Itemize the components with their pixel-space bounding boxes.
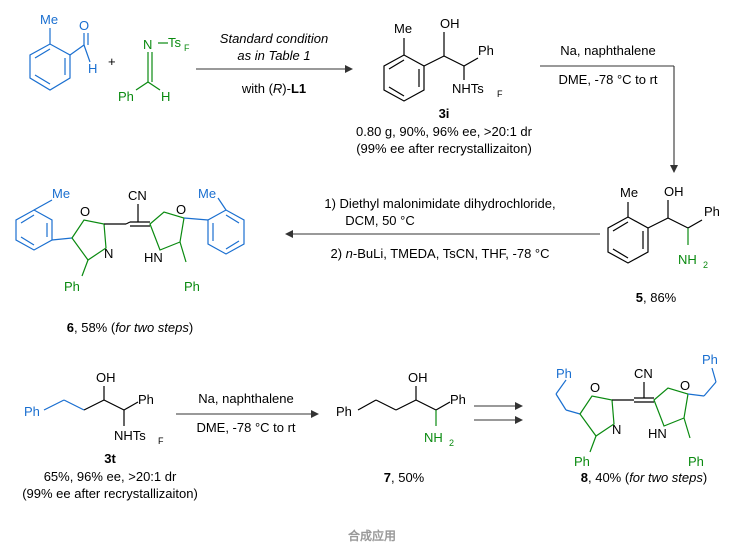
3i-recryst: (99% ee after recrystallizaiton) <box>356 141 532 156</box>
8-oxygen-right: O <box>680 378 690 393</box>
imine-nitrogen: N <box>143 37 152 52</box>
3t-hydroxyl: OH <box>96 370 116 385</box>
2-methylbenzaldehyde-structure: Me O H <box>29 12 97 91</box>
reaction3-step2: 2) n-BuLi, TMEDA, TsCN, THF, -78 °C <box>330 246 549 261</box>
8-phenyl-chain-left: Ph <box>556 366 572 381</box>
3t-nhts: NHTs <box>114 428 146 443</box>
condition-line-1: Standard condition <box>220 31 328 46</box>
6-methyl-right: Me <box>198 186 216 201</box>
3i-f: F <box>497 89 503 99</box>
3t-phenyl: Ph <box>138 392 154 407</box>
8-hn-right: HN <box>648 426 667 441</box>
6-phenyl-right: Ph <box>184 279 200 294</box>
methyl-label: Me <box>40 12 58 27</box>
imine-ph: Ph <box>118 89 134 104</box>
compound-7-caption: 7, 50% <box>384 470 425 485</box>
reaction3-step1: 1) Diethyl malonimidate dihydrochloride, <box>324 196 555 211</box>
ligand-label: with (R)-L1 <box>241 81 306 96</box>
5-amine: NH <box>678 252 697 267</box>
compound-3t-structure: Ph OH Ph NHTs F <box>24 370 164 446</box>
8-phenyl-left: Ph <box>574 454 590 469</box>
imine-h: H <box>161 89 170 104</box>
3i-methyl: Me <box>394 21 412 36</box>
6-nitrogen-left: N <box>104 246 113 261</box>
3i-phenyl: Ph <box>478 43 494 58</box>
reaction2-reagent: Na, naphthalene <box>560 43 655 58</box>
7-amine: NH <box>424 430 443 445</box>
label-3i: 3i <box>439 106 450 121</box>
7-phenyl-chain: Ph <box>336 404 352 419</box>
compound-8-structure: Ph O N Ph CN O HN Ph Ph <box>555 352 718 469</box>
reaction2-conditions: DME, -78 °C to rt <box>558 72 657 87</box>
5-amine-subscript: 2 <box>703 260 708 270</box>
3i-hydroxyl: OH <box>440 16 460 31</box>
reaction3-step1-conditions: DCM, 50 °C <box>345 213 415 228</box>
compound-7-structure: Ph OH Ph NH 2 <box>336 370 466 448</box>
compound-6-caption: 6, 58% (for two steps) <box>67 320 193 335</box>
3i-result: 0.80 g, 90%, 96% ee, >20:1 dr <box>356 124 533 139</box>
3i-nhts: NHTs <box>452 81 484 96</box>
label-3t: 3t <box>104 451 116 466</box>
8-phenyl-right: Ph <box>688 454 704 469</box>
6-oxygen-left: O <box>80 204 90 219</box>
8-nitrogen-left: N <box>612 422 621 437</box>
6-phenyl-left: Ph <box>64 279 80 294</box>
6-cyano: CN <box>128 188 147 203</box>
plus-sign: + <box>108 54 116 69</box>
3t-result: 65%, 96% ee, >20:1 dr <box>44 469 177 484</box>
imine-ts-f: F <box>184 43 190 53</box>
imine-ts: Ts <box>168 35 182 50</box>
8-cyano: CN <box>634 366 653 381</box>
compound-5-structure: Me OH Ph NH 2 <box>607 184 720 270</box>
5-phenyl: Ph <box>704 204 720 219</box>
6-hn-right: HN <box>144 250 163 265</box>
compound-3i-structure: Me OH Ph NHTs F <box>383 16 503 102</box>
imine-structure: N Ts F Ph H <box>118 35 190 104</box>
8-oxygen-left: O <box>590 380 600 395</box>
reaction4-conditions: DME, -78 °C to rt <box>196 420 295 435</box>
3t-phenyl-chain: Ph <box>24 404 40 419</box>
oxygen-label: O <box>79 18 89 33</box>
3t-recryst: (99% ee after recrystallizaiton) <box>22 486 198 501</box>
figure-caption: 合成应用 <box>348 528 396 543</box>
condition-line-2: as in Table 1 <box>237 48 310 63</box>
compound-5-caption: 5, 86% <box>636 290 677 305</box>
6-oxygen-right: O <box>176 202 186 217</box>
6-methyl-left: Me <box>52 186 70 201</box>
compound-6-structure: Me O N Ph CN O HN Ph Me <box>15 186 245 294</box>
reaction4-reagent: Na, naphthalene <box>198 391 293 406</box>
hydrogen-label: H <box>88 61 97 76</box>
7-hydroxyl: OH <box>408 370 428 385</box>
7-phenyl: Ph <box>450 392 466 407</box>
5-hydroxyl: OH <box>664 184 684 199</box>
compound-8-caption: 8, 40% (for two steps) <box>581 470 707 485</box>
8-phenyl-chain-right: Ph <box>702 352 718 367</box>
7-amine-subscript: 2 <box>449 438 454 448</box>
3t-f: F <box>158 436 164 446</box>
5-methyl: Me <box>620 185 638 200</box>
